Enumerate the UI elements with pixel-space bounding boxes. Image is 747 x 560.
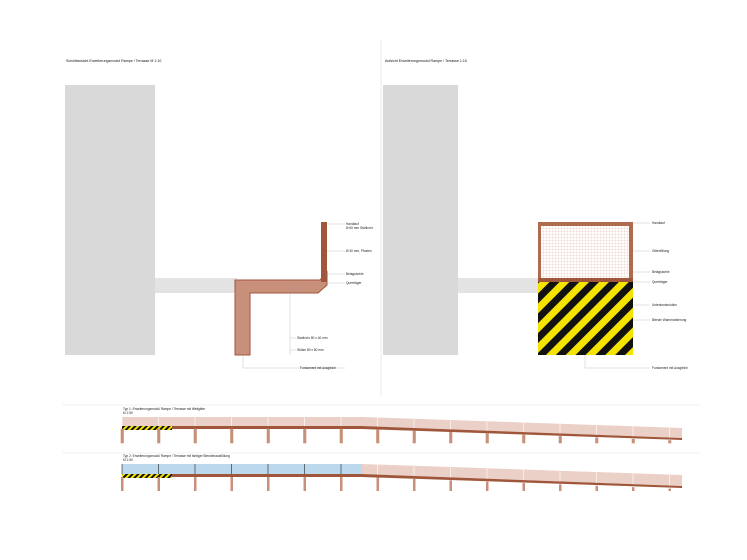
annotation: Ø 40 mm, Pfosten xyxy=(346,249,372,253)
support-post xyxy=(449,480,452,491)
section-view-title: Schnittansicht Erweiterungsmodul Rampe /… xyxy=(66,59,161,63)
support-post xyxy=(595,485,598,491)
support-post xyxy=(121,477,124,491)
support-post xyxy=(230,428,234,444)
annotation: Belagsbohle xyxy=(346,272,364,276)
hazard-panel xyxy=(538,282,633,355)
support-post xyxy=(193,428,197,444)
support-post xyxy=(668,440,672,444)
ramp-deck xyxy=(122,474,682,488)
support-post xyxy=(157,428,161,444)
annotation: Stahlrohr 80 x 40 mm xyxy=(297,336,328,340)
annotation: Handlauf xyxy=(346,222,359,226)
ramp-type-2: Typ 2: Erweiterungsmodul Rampe / Terrass… xyxy=(121,454,682,491)
ramp-deck-section xyxy=(234,270,328,356)
support-post xyxy=(412,430,416,444)
annotation: Gitterfüllung xyxy=(652,249,669,253)
front-view-title: Aufsicht Erweiterungsmodul Rampe / Terra… xyxy=(385,59,467,63)
support-post xyxy=(631,438,635,444)
support-post xyxy=(522,434,526,444)
support-post xyxy=(668,488,671,491)
support-post xyxy=(230,477,233,491)
support-post xyxy=(558,436,562,444)
annotation: Querträger xyxy=(652,280,668,284)
support-post xyxy=(267,477,270,491)
ramp-2-scale: M 1:50 xyxy=(123,458,133,462)
support-post xyxy=(157,477,160,491)
floor-slab xyxy=(155,278,237,293)
annotation: Querträger xyxy=(346,281,362,285)
ramp-deck xyxy=(122,426,682,440)
annotation: Ø 60 mm Stahlrohr xyxy=(346,226,374,230)
support-post xyxy=(559,484,562,491)
support-post xyxy=(449,432,453,444)
support-post xyxy=(340,477,343,491)
handrail-post xyxy=(321,222,327,282)
floor-slab xyxy=(458,278,540,293)
support-post xyxy=(194,477,197,491)
annotation: Handlauf xyxy=(652,221,665,225)
front-view: Aufsicht Erweiterungsmodul Rampe / Terra… xyxy=(383,59,688,370)
annotation: Belagsbohle xyxy=(652,270,670,274)
support-post xyxy=(595,437,599,444)
annotation: Unterkonstruktion xyxy=(652,303,677,307)
ramp-type-1: Typ 1: Erweiterungsmodul Rampe / Terrass… xyxy=(120,407,682,444)
annotation: Fundament mit Ausgleich xyxy=(300,366,336,370)
ramp-2-title: Typ 2: Erweiterungsmodul Rampe / Terrass… xyxy=(123,454,230,458)
support-post xyxy=(376,477,379,491)
support-post xyxy=(376,429,380,444)
support-post xyxy=(413,478,416,491)
mesh-railing xyxy=(540,224,630,278)
support-post xyxy=(632,487,635,491)
glass-infill xyxy=(122,464,362,474)
hazard-edge xyxy=(122,426,172,430)
annotation: Stütze 80 x 80 mm xyxy=(297,348,324,352)
support-post xyxy=(339,428,343,444)
ramp-1-title: Typ 1: Erweiterungsmodul Rampe / Terrass… xyxy=(123,407,206,411)
support-post xyxy=(303,428,307,444)
support-post xyxy=(120,428,124,444)
annotation: Blende Warnmarkierung xyxy=(652,318,686,322)
annotation: Fundament mit Ausgleich xyxy=(652,366,688,370)
ramp-1-scale: M 1:50 xyxy=(123,411,133,415)
section-view: Schnittansicht Erweiterungsmodul Rampe /… xyxy=(65,59,374,370)
support-post xyxy=(486,481,489,491)
support-post xyxy=(266,428,270,444)
support-post xyxy=(485,433,489,444)
handrail xyxy=(538,222,633,226)
building-wall xyxy=(65,85,155,355)
building-wall xyxy=(383,85,458,355)
hazard-edge xyxy=(122,474,172,478)
support-post xyxy=(522,483,525,491)
support-post xyxy=(303,477,306,491)
